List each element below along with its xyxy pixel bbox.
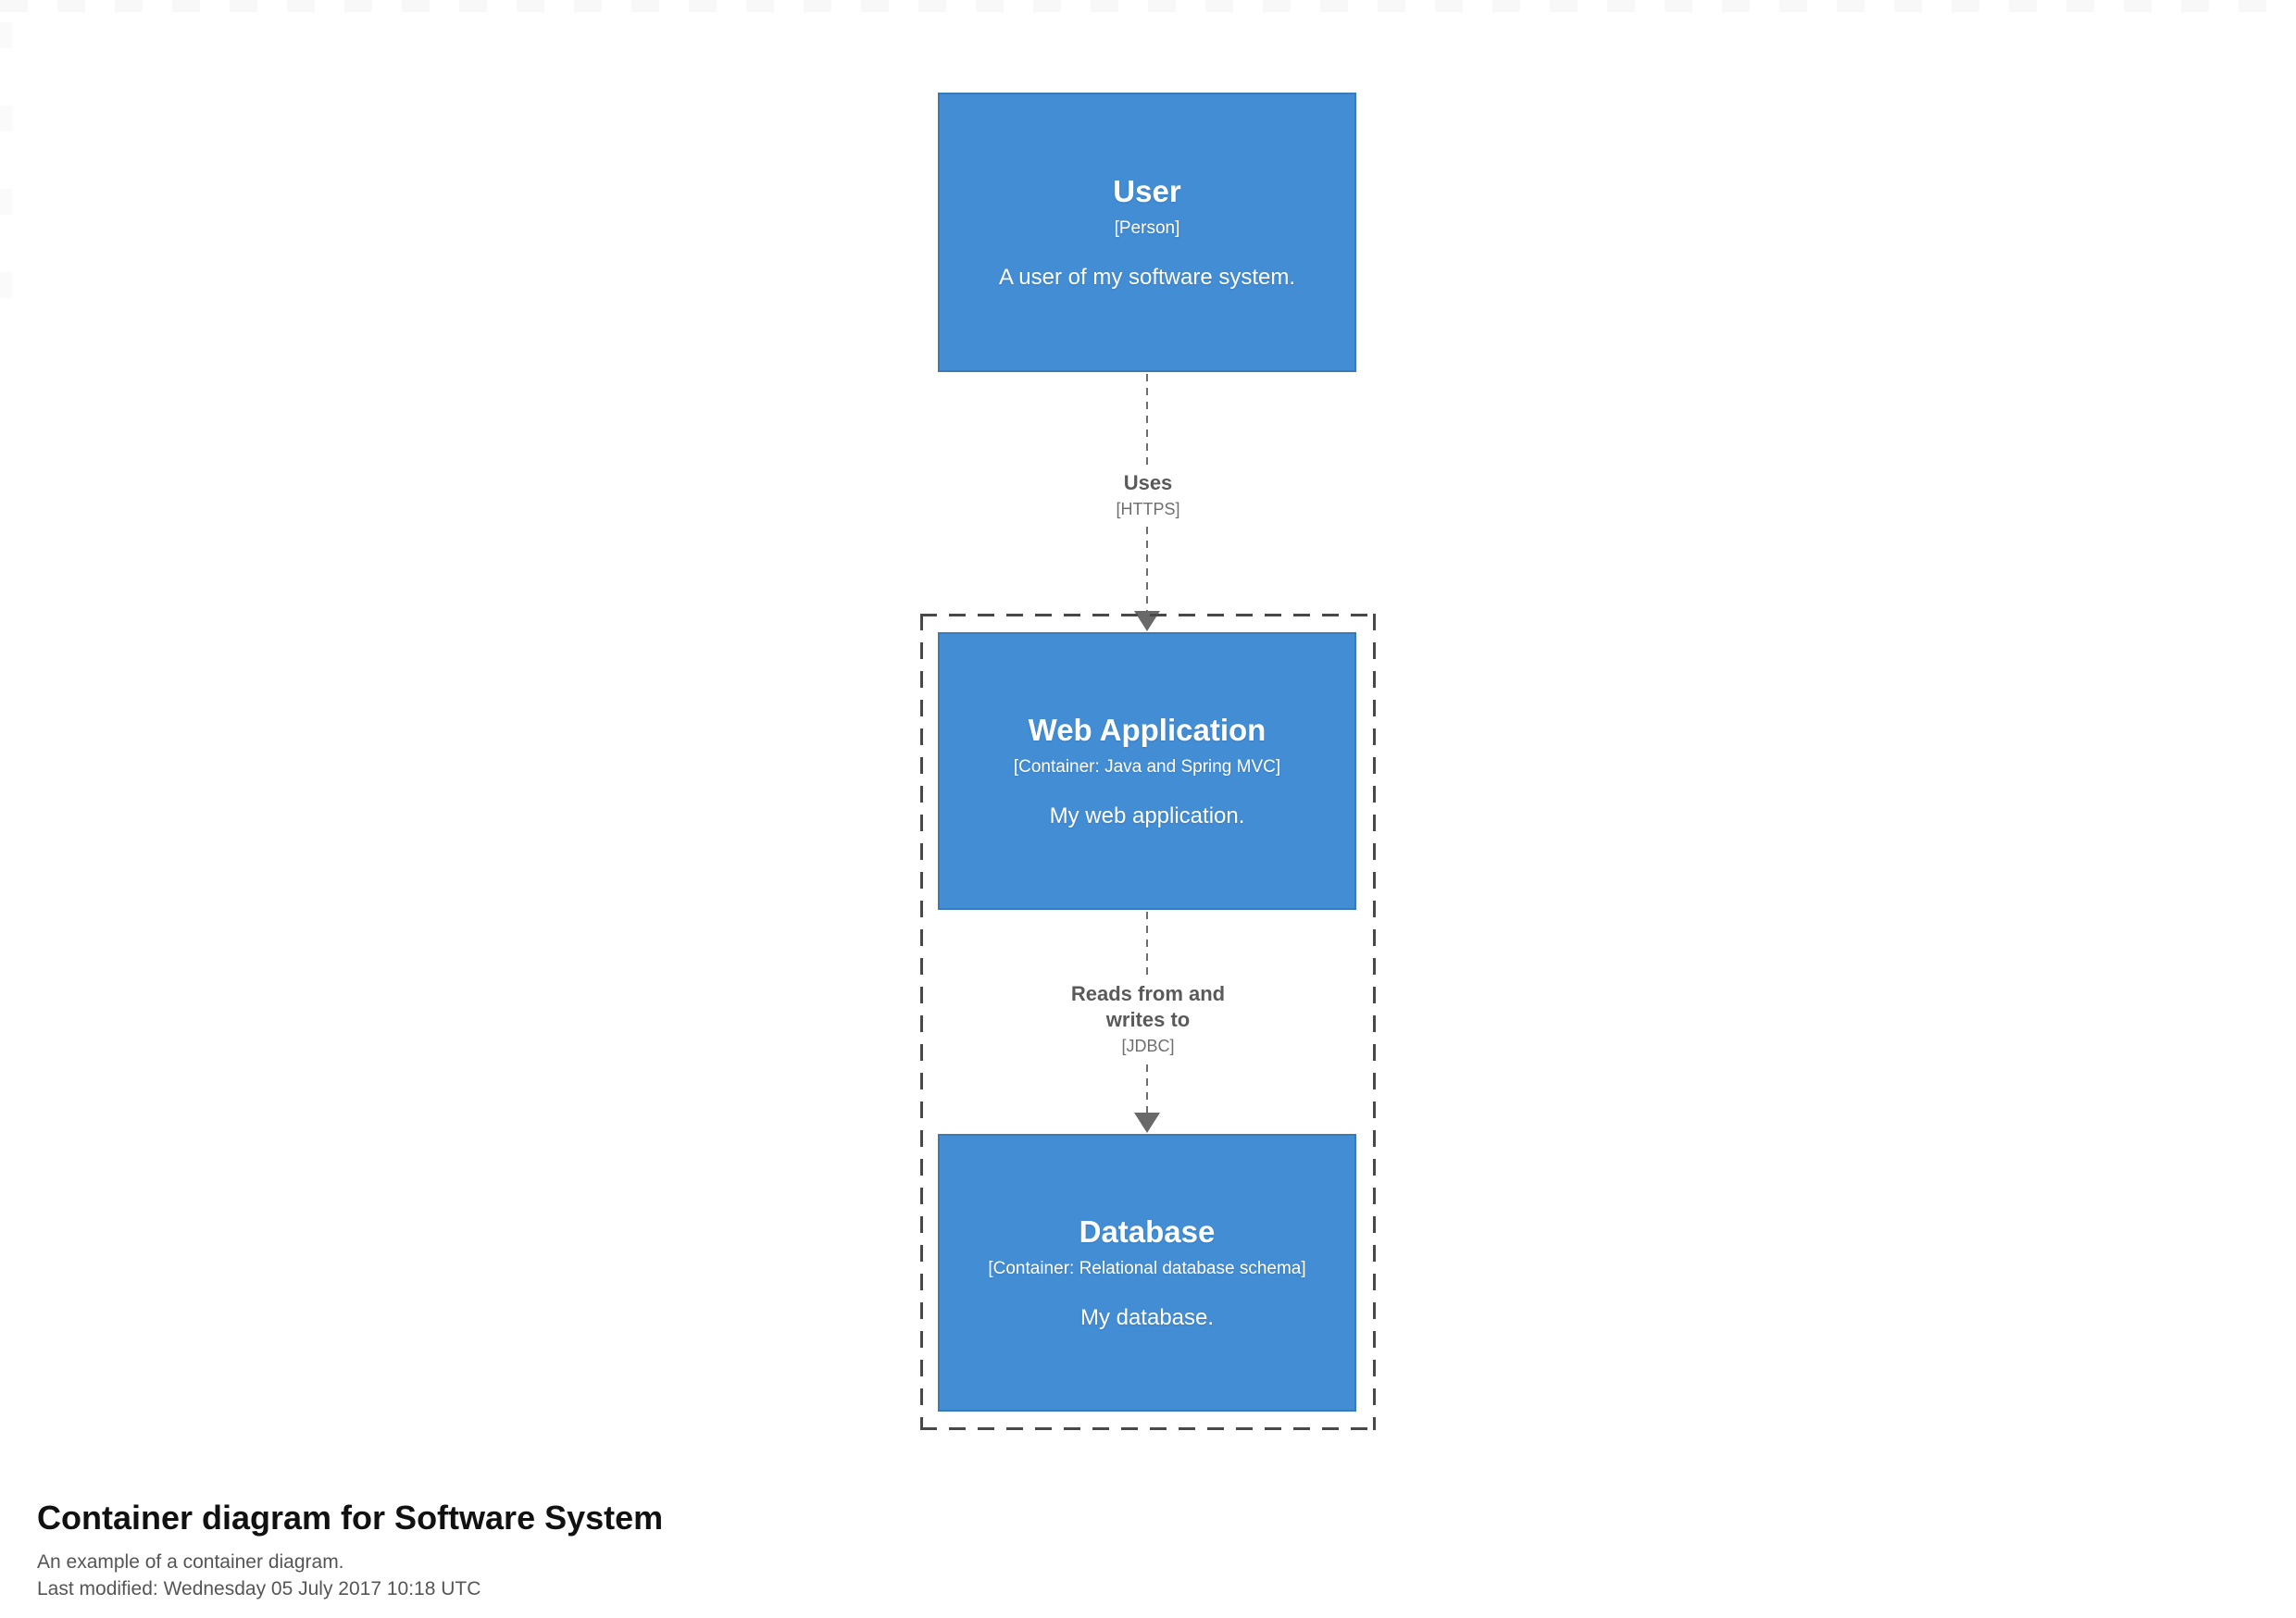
relationship-metadata: [HTTPS] — [1116, 500, 1180, 518]
boundary-bottom-edge — [920, 1427, 1376, 1430]
diagram-metadata: Container diagram for Software System An… — [37, 1500, 663, 1602]
relationship-metadata: [JDBC] — [1121, 1037, 1175, 1055]
diagram-title: Container diagram for Software System — [37, 1499, 664, 1537]
element-name: Database — [1079, 1214, 1216, 1249]
element-metadata: [Person] — [1114, 218, 1180, 238]
element-description: My database. — [1079, 1305, 1215, 1330]
relationship-label-uses: Uses [HTTPS] — [1106, 467, 1190, 523]
relationship-label-reads-writes: Reads from and writes to [JDBC] — [1053, 977, 1243, 1060]
element-description: A user of my software system. — [998, 265, 1296, 290]
element-box-database[interactable]: Database [Container: Relational database… — [938, 1134, 1356, 1412]
diagram-last-modified: Last modified: Wednesday 05 July 2017 10… — [37, 1578, 481, 1599]
diagram-description: An example of a container diagram. — [37, 1551, 344, 1573]
boundary-left-edge — [920, 614, 923, 1430]
relationship-name: Uses — [1123, 471, 1173, 494]
element-metadata: [Container: Java and Spring MVC] — [1013, 757, 1281, 777]
element-name: User — [1113, 174, 1181, 208]
page-tiling-top-guide — [0, 0, 2296, 12]
element-box-user[interactable]: User [Person] A user of my software syst… — [938, 93, 1356, 372]
boundary-right-edge — [1373, 614, 1376, 1430]
boundary-top-edge — [920, 614, 1376, 616]
element-box-web-application[interactable]: Web Application [Container: Java and Spr… — [938, 632, 1356, 910]
element-description: My web application. — [1049, 803, 1245, 828]
element-name: Web Application — [1028, 713, 1267, 747]
page-tiling-left-guide — [0, 22, 12, 328]
relationship-name: Reads from and writes to — [1070, 982, 1226, 1031]
arrowhead-down-icon — [1134, 1113, 1160, 1133]
software-system-boundary — [920, 614, 1376, 1430]
element-metadata: [Container: Relational database schema] — [988, 1259, 1306, 1278]
